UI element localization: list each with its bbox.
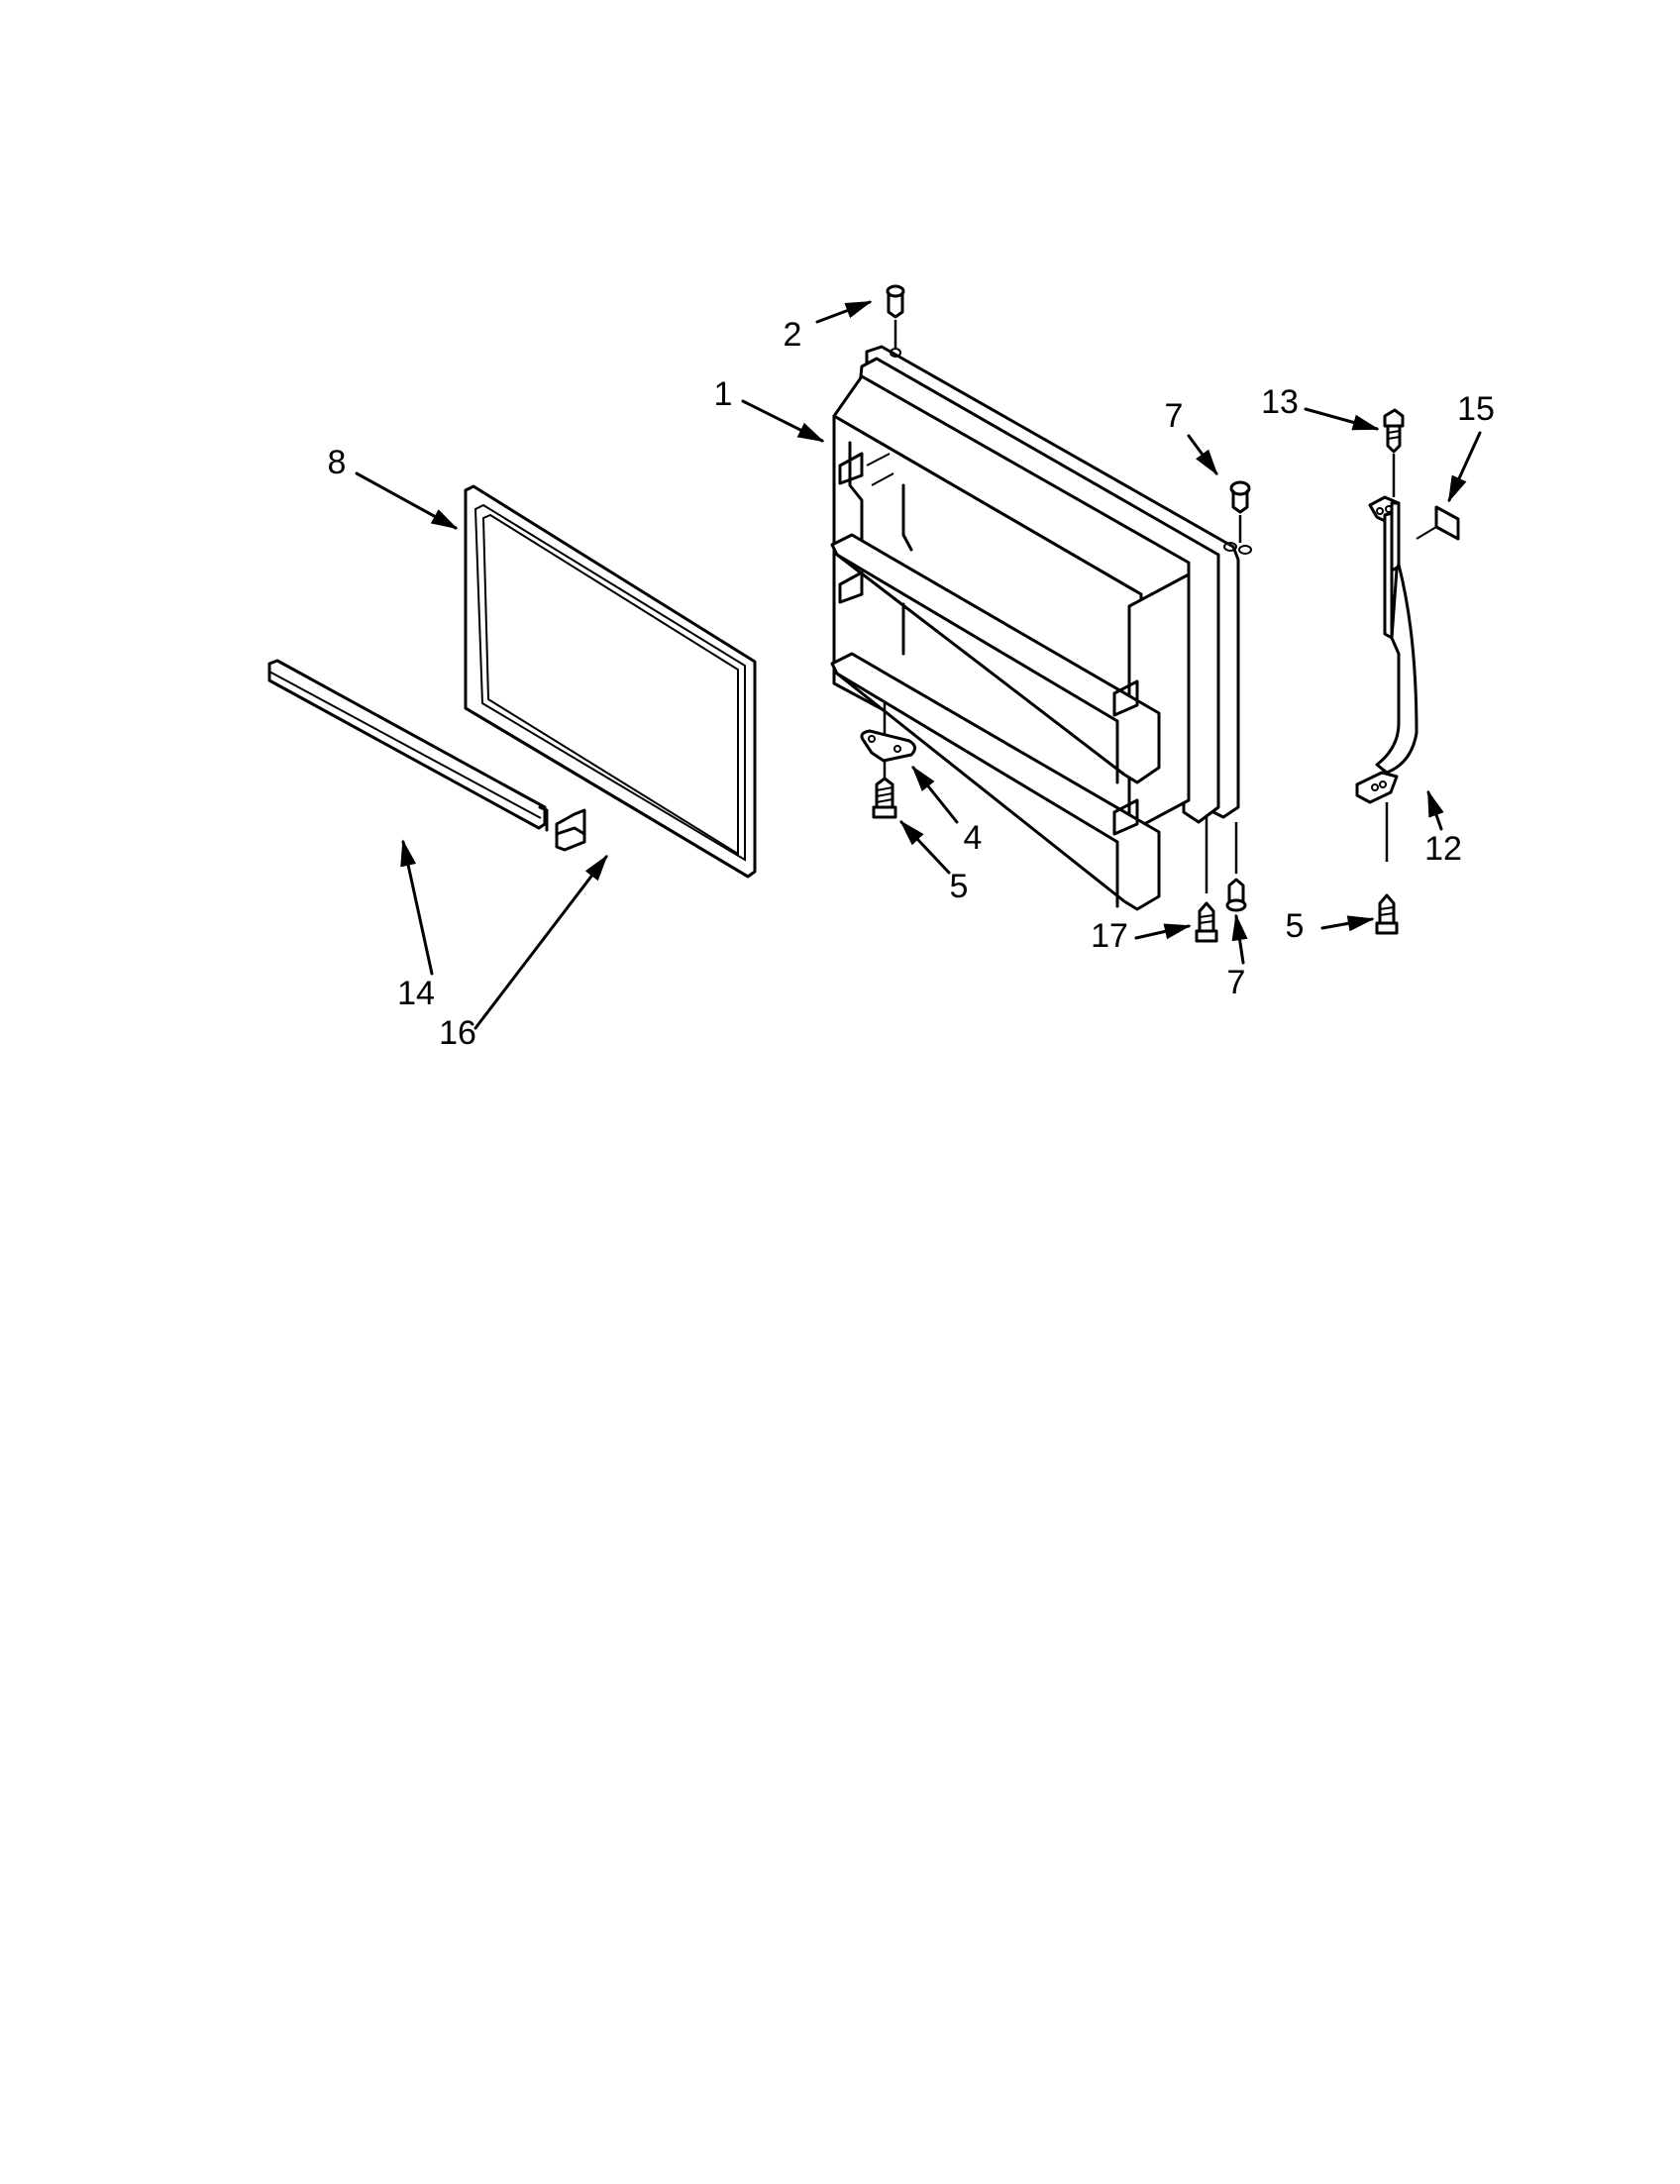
hinge-screw-part[interactable]: [872, 777, 897, 819]
callout-5-hinge: 5: [949, 868, 969, 905]
breaker-strip-part[interactable]: [267, 659, 549, 832]
callout-2: 2: [783, 316, 802, 354]
callout-16: 16: [439, 1014, 476, 1052]
door-handle-part[interactable]: [1355, 454, 1418, 862]
callout-13: 13: [1261, 383, 1299, 421]
handle-screw-top-part[interactable]: [1383, 408, 1405, 454]
callout-8: 8: [327, 444, 347, 481]
callout-14: 14: [397, 975, 435, 1012]
freezer-door-part[interactable]: [830, 345, 1252, 911]
callout-5-handle: 5: [1285, 907, 1305, 945]
breaker-end-cap-part[interactable]: [555, 808, 586, 852]
callout-1: 1: [713, 375, 733, 413]
callout-4: 4: [963, 819, 983, 857]
handle-trim-pad-part[interactable]: [1416, 505, 1460, 541]
door-screw-part[interactable]: [1195, 817, 1218, 943]
callout-7-bottom: 7: [1226, 964, 1246, 1001]
handle-screw-bottom-part[interactable]: [1375, 893, 1399, 935]
callout-15: 15: [1457, 390, 1495, 428]
handle-plug-top-part[interactable]: [1229, 480, 1251, 543]
leader-arrows: [355, 300, 1482, 1030]
callout-7-top: 7: [1164, 397, 1184, 435]
door-gasket-part[interactable]: [464, 484, 757, 879]
door-stop-pin-part[interactable]: [886, 284, 905, 349]
handle-plug-bottom-part[interactable]: [1225, 822, 1247, 912]
callout-17: 17: [1091, 917, 1128, 955]
callout-12: 12: [1424, 830, 1462, 868]
